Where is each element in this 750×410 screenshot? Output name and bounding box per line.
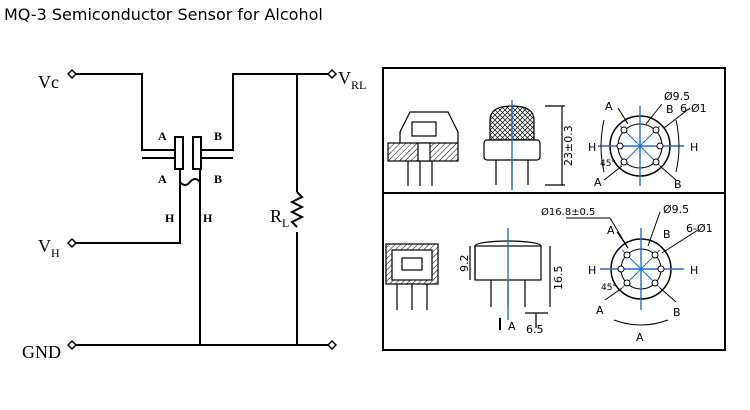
pin-b-bottom-label: B — [214, 172, 222, 186]
rl-label: RL — [270, 206, 289, 230]
bottom-view-arrow-label: A — [508, 320, 516, 333]
dimension-panel — [382, 67, 726, 351]
bottom-bottom-view — [566, 211, 699, 326]
top-h-right-label: H — [690, 141, 698, 154]
bottom-h-right-label: H — [690, 264, 698, 277]
gnd-label: GND — [22, 342, 61, 362]
top-angle-label: 45° — [600, 159, 616, 169]
top-a-upper-label: A — [605, 100, 613, 113]
top-h-left-label: H — [588, 141, 596, 154]
gnd-right-terminal — [326, 339, 338, 351]
bottom-external-view — [469, 228, 551, 330]
vrl-terminal — [326, 68, 338, 80]
bottom-pin-pitch-label: 6.5 — [526, 323, 544, 336]
sensor-plate-b — [192, 136, 202, 170]
top-b-lower-label: B — [674, 178, 682, 191]
bottom-outer-dia-label: Ø16.8±0.5 — [541, 206, 595, 218]
pin-a-bottom-label: A — [158, 172, 167, 186]
top-bottom-view — [598, 103, 691, 186]
bottom-height-label: 9.2 — [458, 255, 471, 273]
vc-wire — [72, 73, 175, 151]
gnd-terminal — [66, 339, 78, 351]
bottom-h-left-label: H — [588, 264, 596, 277]
vrl-label: VRL — [338, 68, 366, 92]
pin-a-top-label: A — [158, 129, 167, 143]
bottom-pin-len-label: 16.5 — [552, 266, 565, 291]
vh-label: VH — [38, 236, 60, 260]
vc-terminal — [66, 68, 78, 80]
top-pins-label: 6-Ø1 — [680, 102, 707, 115]
vh-terminal — [66, 237, 78, 249]
bottom-a-bottom-label: A — [636, 331, 644, 344]
heater-left-label: H — [165, 211, 175, 225]
top-a-lower-label: A — [594, 176, 602, 189]
top-dia-label: Ø9.5 — [664, 90, 690, 103]
bottom-angle-label: 45° — [601, 283, 617, 293]
vc-label: Vc — [38, 72, 59, 92]
top-external-view — [483, 100, 565, 190]
sensor-plate-a — [174, 136, 184, 170]
vrl-wire — [201, 73, 328, 151]
top-b-upper-label: B — [666, 103, 674, 116]
heater-coil — [179, 169, 201, 186]
vh-wire — [72, 182, 181, 244]
height-dim-label: 23±0.3 — [562, 125, 575, 166]
top-section-view — [387, 111, 459, 186]
circuit-schematic — [72, 73, 328, 346]
heater-right-label: H — [203, 211, 213, 225]
bottom-a-upper-label: A — [607, 224, 615, 237]
terminals — [66, 68, 338, 351]
bottom-a-lower-label: A — [596, 304, 604, 317]
bottom-b-upper-label: B — [663, 228, 671, 241]
pin-b-top-label: B — [214, 129, 222, 143]
bottom-pins-label: 6-Ø1 — [686, 222, 713, 235]
page-title: MQ-3 Semiconductor Sensor for Alcohol — [4, 5, 323, 24]
bottom-dia-label: Ø9.5 — [663, 203, 689, 216]
bottom-b-lower-label: B — [673, 306, 681, 319]
bottom-section-view — [385, 243, 439, 310]
rl-resistor — [289, 191, 305, 228]
